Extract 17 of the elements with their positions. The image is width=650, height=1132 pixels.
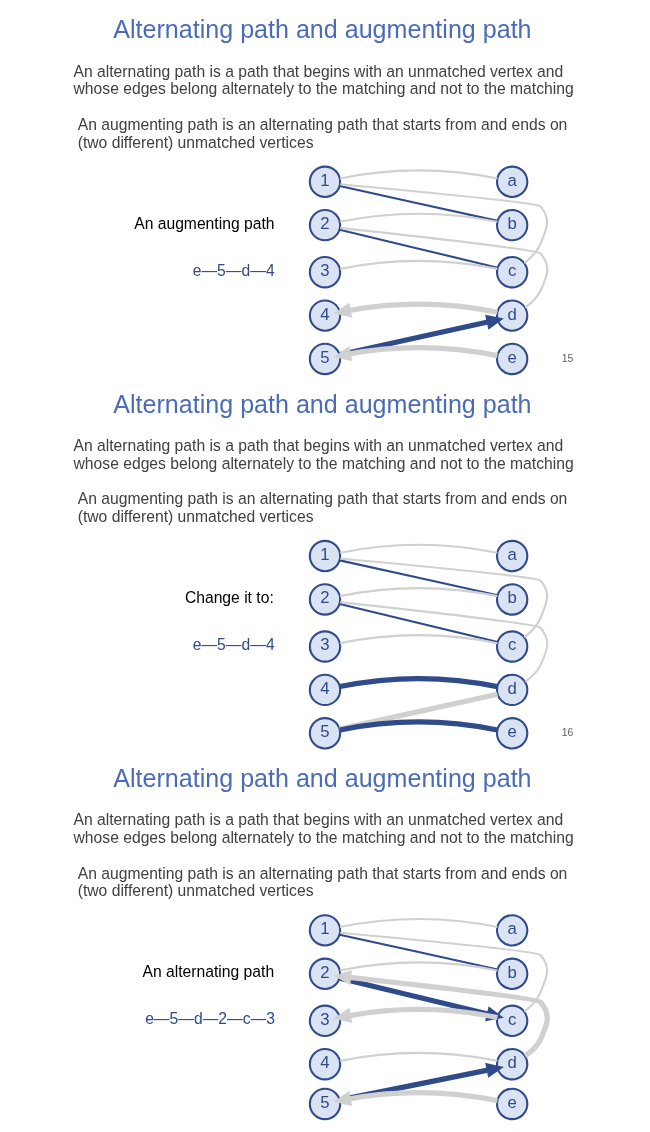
label: An augmenting path bbox=[134, 214, 275, 232]
label: An alternating path is a path that begins with an unmatched vertex and whose edges belong alternately to the matching and not to the matching bbox=[73, 436, 574, 472]
label: An augmenting path is an alternating path that starts from and ends on (two different) unmatched vertices bbox=[77, 116, 568, 151]
label: e—5—d—4 bbox=[192, 261, 275, 279]
label: Change it to: bbox=[184, 589, 274, 607]
label: An alternating path bbox=[142, 963, 275, 981]
label: e—5—d—4 bbox=[192, 636, 275, 654]
label: e—5—d—2—c—3 bbox=[145, 1010, 275, 1028]
label: Alternating path and augmenting path bbox=[113, 389, 532, 418]
label: Alternating path and augmenting path bbox=[113, 763, 532, 792]
label: 16 bbox=[561, 726, 574, 738]
label: An alternating path is a path that begins with an unmatched vertex and whose edges belong alternately to the matching and not to the matching bbox=[73, 62, 574, 98]
label: An alternating path is a path that begins with an unmatched vertex and whose edges belong alternately to the matching and not to the matching bbox=[73, 811, 574, 847]
label: An augmenting path is an alternating path that starts from and ends on (two different) unmatched vertices bbox=[77, 490, 568, 526]
label: 15 bbox=[561, 352, 574, 364]
label: An augmenting path is an alternating path that starts from and ends on (two different) unmatched vertices bbox=[77, 864, 568, 900]
label: Alternating path and augmenting path bbox=[113, 15, 532, 44]
